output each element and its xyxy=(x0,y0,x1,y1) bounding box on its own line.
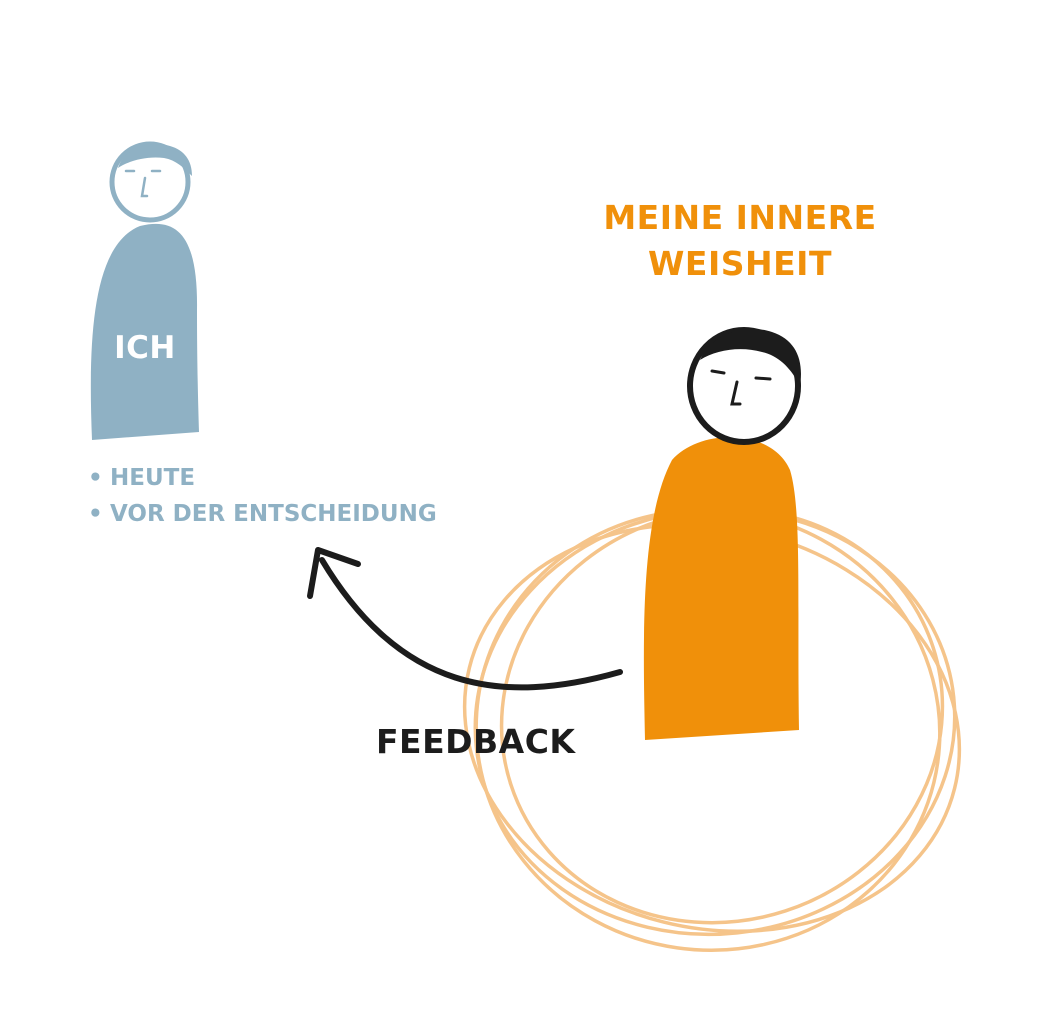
self-note-item: VOR DER ENTSCHEIDUNG xyxy=(88,496,437,532)
feedback-arrow-head xyxy=(307,547,361,599)
feedback-label: FEEDBACK xyxy=(376,722,576,761)
wisdom-title-line-1: MEINE INNERE xyxy=(603,198,877,237)
feedback-arrow xyxy=(307,547,623,691)
self-figure xyxy=(90,141,199,440)
wisdom-figure xyxy=(643,327,801,740)
self-head xyxy=(109,141,192,223)
self-label: ICH xyxy=(114,330,176,366)
wisdom-title-line-2: WEISHEIT xyxy=(648,244,832,283)
wisdom-body xyxy=(643,437,799,740)
self-notes-list: HEUTE VOR DER ENTSCHEIDUNG xyxy=(88,460,437,532)
feedback-arrow-shaft xyxy=(319,557,623,691)
wisdom-title: MEINE INNERE WEISHEIT xyxy=(560,195,920,287)
self-body xyxy=(90,223,199,440)
wisdom-head xyxy=(687,327,801,445)
self-note-item: HEUTE xyxy=(88,460,437,496)
